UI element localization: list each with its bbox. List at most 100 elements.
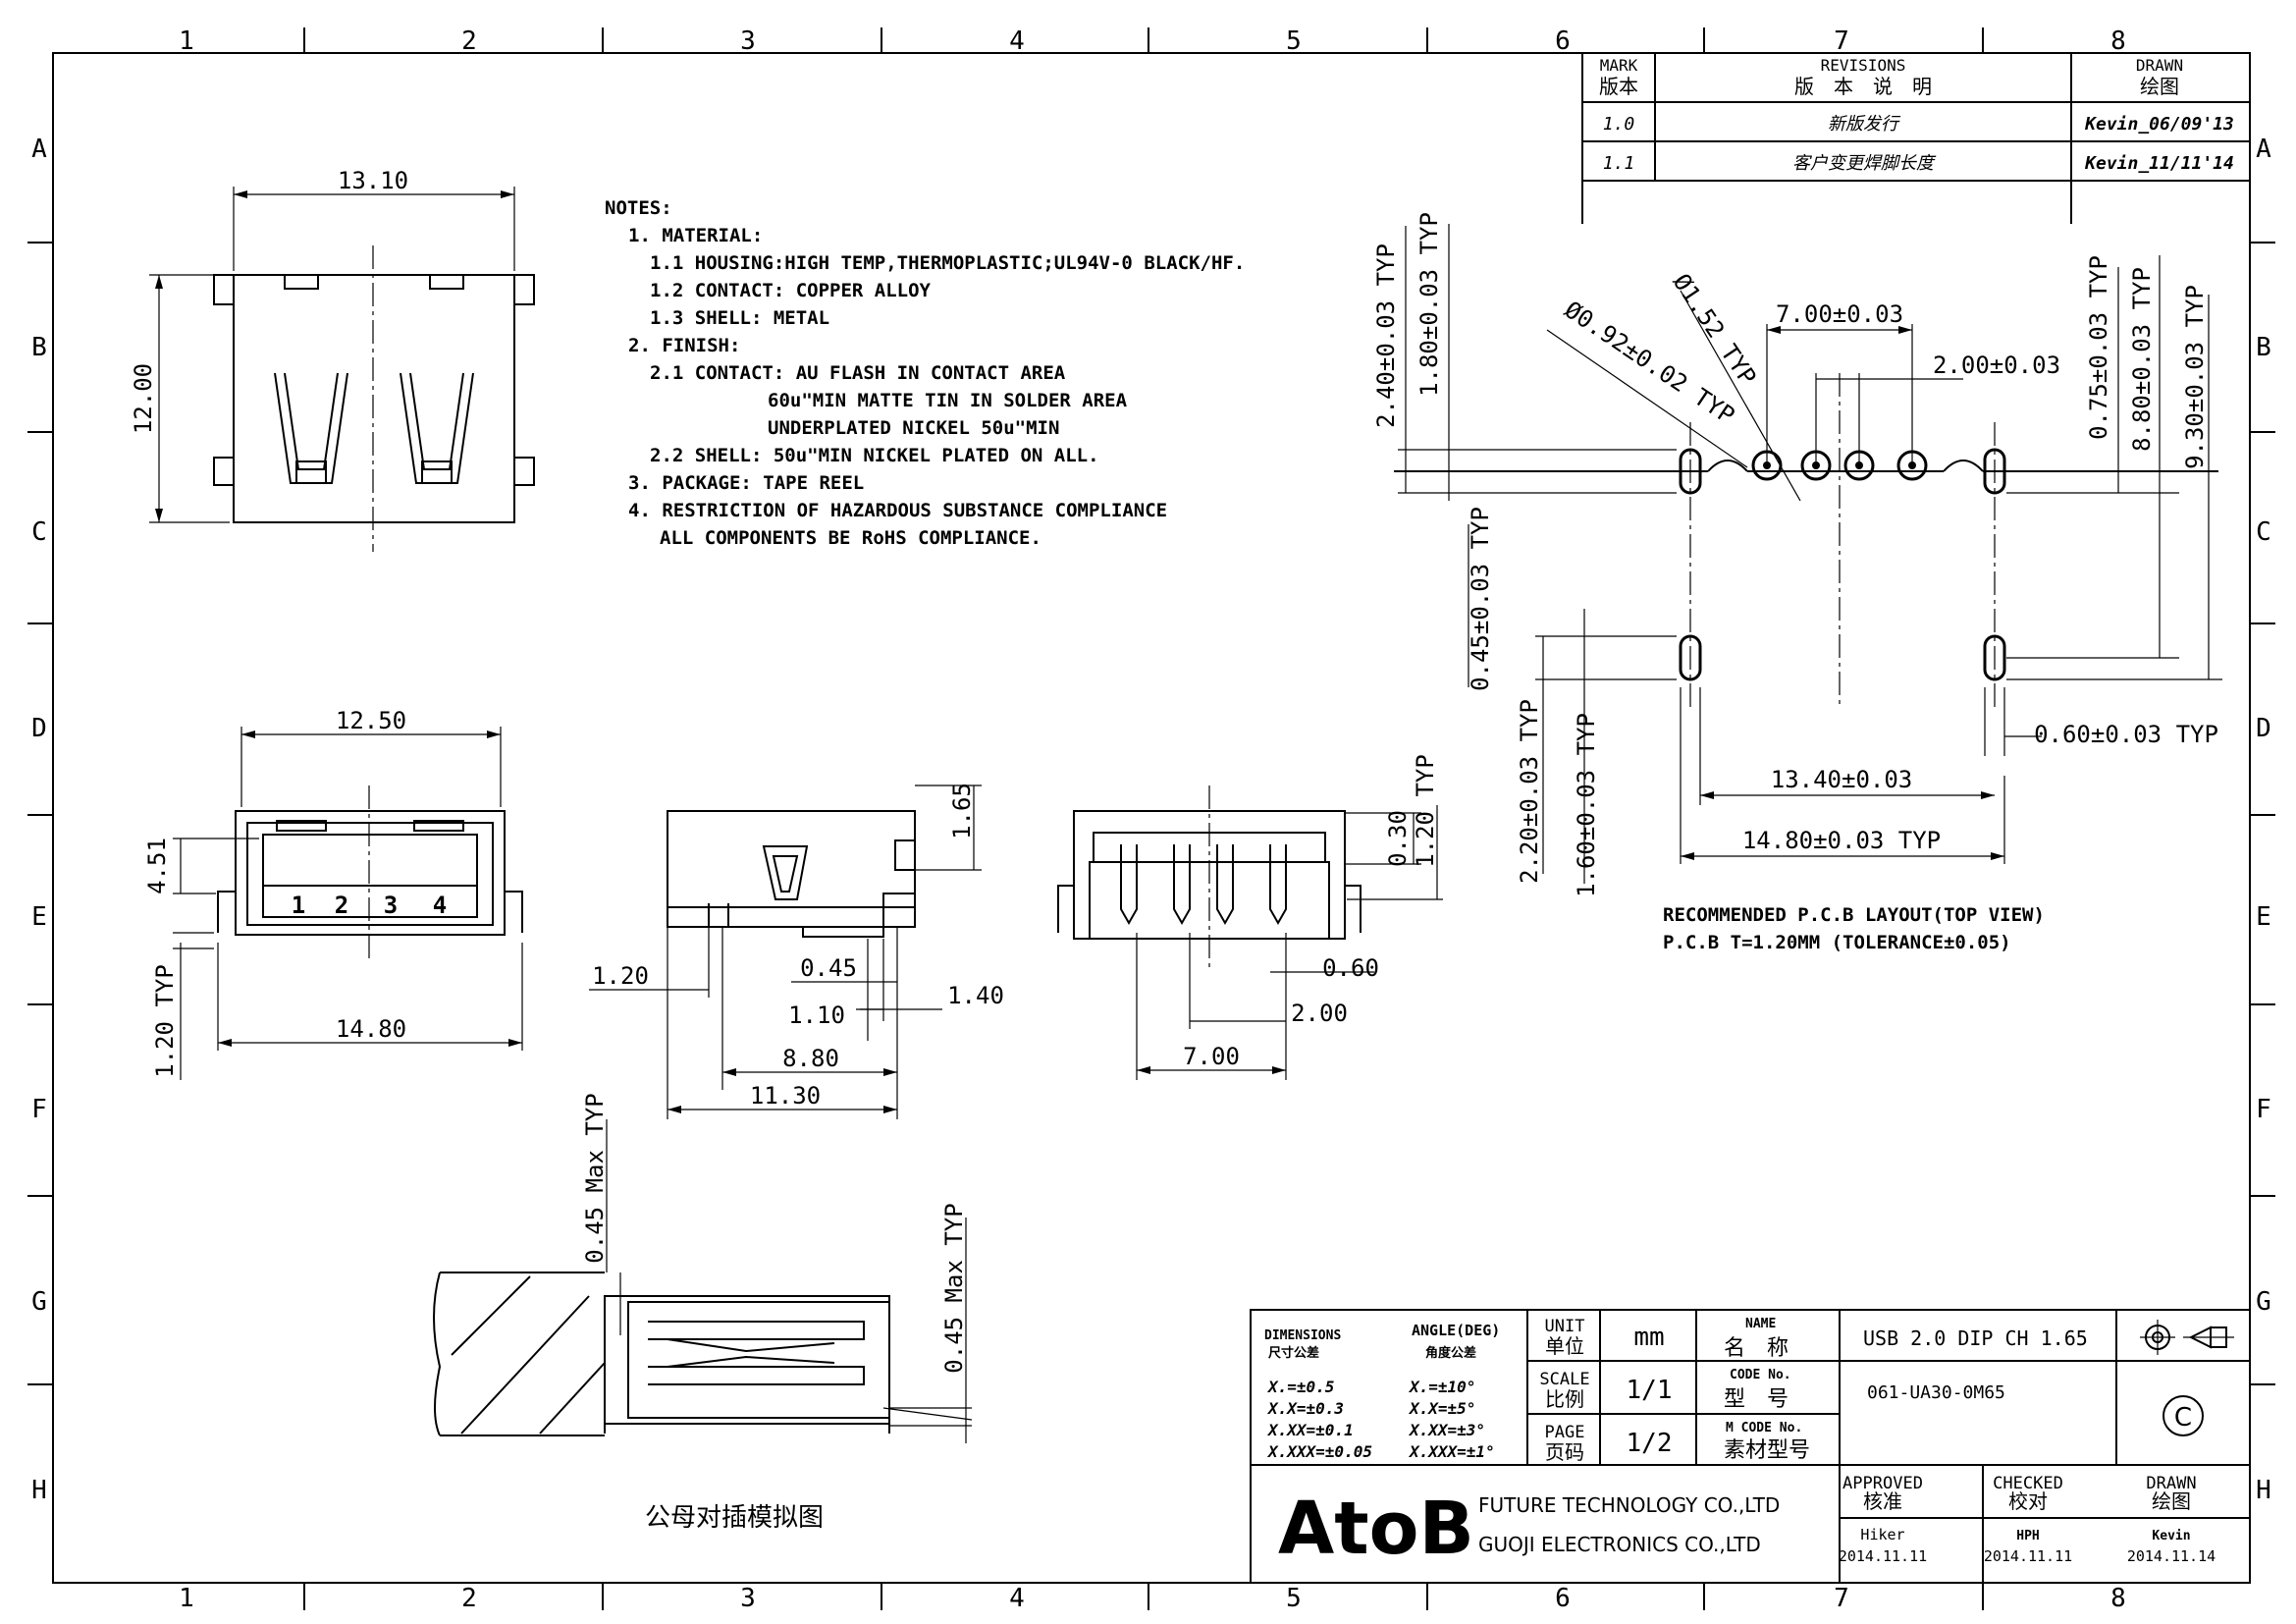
col-label: 8 bbox=[2110, 27, 2126, 56]
tb-tol: X.=±0.5 bbox=[1266, 1378, 1334, 1396]
col-label: 1 bbox=[179, 27, 194, 56]
note-line: 1. MATERIAL: bbox=[628, 225, 763, 246]
col-label: 7 bbox=[1834, 1584, 1849, 1613]
tb-label: 尺寸公差 bbox=[1268, 1345, 1319, 1361]
tb-label: 名 称 bbox=[1724, 1336, 1789, 1361]
note-line: 1.1 HOUSING:HIGH TEMP,THERMOPLASTIC;UL94… bbox=[650, 252, 1245, 274]
note-line: ALL COMPONENTS BE RoHS COMPLIANCE. bbox=[660, 527, 1041, 549]
dim-label: 13.40±0.03 bbox=[1771, 766, 1913, 793]
dim-label: 12.50 bbox=[336, 707, 406, 734]
dim-label: 0.60±0.03 TYP bbox=[2034, 721, 2218, 748]
rev-mark-header-cn: 版本 bbox=[1599, 75, 1638, 98]
tb-signer: HPH bbox=[2016, 1529, 2039, 1543]
col-label: 3 bbox=[740, 27, 756, 56]
row-label: F bbox=[31, 1095, 47, 1124]
pin-number: 3 bbox=[384, 892, 398, 919]
note-line: 2. FINISH: bbox=[628, 335, 740, 356]
tb-label: M CODE No. bbox=[1726, 1421, 1802, 1435]
pin-number: 1 bbox=[292, 892, 305, 919]
dim-label: 0.45 bbox=[800, 954, 857, 982]
dim-label: 0.45 Max TYP bbox=[940, 1203, 968, 1373]
rev-row-drawn: Kevin_11/11'14 bbox=[2084, 153, 2234, 174]
notes-block: NOTES: 1. MATERIAL: 1.1 HOUSING:HIGH TEM… bbox=[605, 197, 1245, 549]
dim-label: 0.75±0.03 TYP bbox=[2085, 255, 2112, 440]
tb-label: 页码 bbox=[1545, 1440, 1584, 1464]
pcb-caption: P.C.B T=1.20MM (TOLERANCE±0.05) bbox=[1663, 932, 2011, 953]
copyright-c-icon: C bbox=[2163, 1395, 2204, 1436]
tb-label: 型 号 bbox=[1724, 1387, 1789, 1412]
dim-label: 11.30 bbox=[750, 1082, 821, 1110]
tb-label: 校对 bbox=[2008, 1489, 2048, 1513]
tb-ang: X.X=±5° bbox=[1408, 1399, 1475, 1418]
tb-date: 2014.11.11 bbox=[1839, 1547, 1927, 1565]
note-line: 1.3 SHELL: METAL bbox=[650, 307, 829, 329]
dim-label: 1.20 TYP bbox=[1412, 754, 1439, 868]
row-label: A bbox=[31, 135, 47, 164]
tb-value: 1/1 bbox=[1627, 1376, 1673, 1405]
note-line: 2.2 SHELL: 50u"MIN NICKEL PLATED ON ALL. bbox=[650, 445, 1099, 466]
dim-label: 13.10 bbox=[338, 167, 408, 194]
dim-label: 7.00 bbox=[1183, 1043, 1240, 1070]
note-line: 2.1 CONTACT: AU FLASH IN CONTACT AREA bbox=[650, 362, 1066, 384]
col-label: 7 bbox=[1834, 27, 1849, 56]
tb-tol: X.XX=±0.1 bbox=[1266, 1421, 1354, 1439]
tb-signer: Kevin bbox=[2152, 1529, 2190, 1543]
tb-label: APPROVED bbox=[1842, 1474, 1923, 1493]
pcb-caption: RECOMMENDED P.C.B LAYOUT(TOP VIEW) bbox=[1663, 904, 2045, 926]
row-label: D bbox=[31, 714, 47, 743]
tb-name-value: USB 2.0 DIP CH 1.65 bbox=[1863, 1326, 2088, 1350]
row-label: H bbox=[2256, 1476, 2271, 1505]
drawing-frame: 1 2 3 4 5 6 7 8 1 2 3 4 5 6 7 8 A B C D … bbox=[27, 27, 2275, 1613]
col-label: 6 bbox=[1555, 1584, 1571, 1613]
tb-code-value: 061-UA30-0M65 bbox=[1867, 1382, 2005, 1403]
col-label: 4 bbox=[1009, 1584, 1025, 1613]
dim-label: 1.60±0.03 TYP bbox=[1573, 713, 1600, 897]
company-name-2: GUOJI ELECTRONICS CO.,LTD bbox=[1478, 1533, 1761, 1556]
dim-label: 2.00±0.03 bbox=[1933, 352, 2060, 379]
tb-ang: X.XXX=±1° bbox=[1408, 1442, 1495, 1461]
front-view: 1 2 3 4 12.50 4.51 14.80 1.20 TYP bbox=[143, 707, 523, 1080]
row-label: A bbox=[2256, 135, 2271, 164]
tb-label: 绘图 bbox=[2152, 1489, 2191, 1513]
tb-label: 素材型号 bbox=[1724, 1438, 1810, 1463]
row-label: D bbox=[2256, 714, 2271, 743]
tb-label: PAGE bbox=[1545, 1423, 1585, 1442]
rev-row-mark: 1.1 bbox=[1603, 153, 1635, 174]
rev-row-desc: 客户变更焊脚长度 bbox=[1792, 153, 1937, 174]
note-line: 4. RESTRICTION OF HAZARDOUS SUBSTANCE CO… bbox=[628, 500, 1167, 521]
mating-caption: 公母对插模拟图 bbox=[645, 1503, 824, 1533]
tb-tol: X.X=±0.3 bbox=[1266, 1399, 1344, 1418]
tb-label: 角度公差 bbox=[1425, 1345, 1476, 1361]
row-label: E bbox=[31, 902, 47, 932]
dim-label: 14.80±0.03 TYP bbox=[1742, 827, 1941, 854]
dim-label: 9.30±0.03 TYP bbox=[2181, 285, 2209, 469]
tb-label: SCALE bbox=[1539, 1370, 1589, 1389]
dim-label: 1.65 bbox=[948, 783, 976, 839]
note-line: 1.2 CONTACT: COPPER ALLOY bbox=[650, 280, 932, 301]
rev-row-desc: 新版发行 bbox=[1828, 114, 1901, 135]
rev-drawn-header: DRAWN bbox=[2136, 56, 2183, 75]
dim-label: 8.80±0.03 TYP bbox=[2128, 267, 2156, 452]
row-label: H bbox=[31, 1476, 47, 1505]
row-label: G bbox=[2256, 1287, 2271, 1317]
dim-label: 14.80 bbox=[336, 1015, 406, 1043]
row-label: B bbox=[2256, 333, 2271, 362]
tb-date: 2014.11.11 bbox=[1984, 1547, 2072, 1565]
note-line: 60u"MIN MATTE TIN IN SOLDER AREA bbox=[768, 390, 1128, 411]
col-label: 2 bbox=[461, 1584, 477, 1613]
tb-ang: X.XX=±3° bbox=[1408, 1421, 1485, 1439]
col-label: 1 bbox=[179, 1584, 194, 1613]
dim-label: 2.20±0.03 TYP bbox=[1516, 699, 1543, 884]
tb-label: 比例 bbox=[1545, 1387, 1584, 1411]
dim-label: 4.51 bbox=[143, 838, 171, 894]
row-label: G bbox=[31, 1287, 47, 1317]
dim-label: 7.00±0.03 bbox=[1776, 300, 1903, 328]
dim-label: 2.00 bbox=[1291, 1000, 1348, 1027]
projection-symbol-icon bbox=[2140, 1320, 2234, 1355]
rear-view: 0.30 1.20 TYP 7.00 2.00 0.60 bbox=[1057, 754, 1443, 1080]
tb-label: UNIT bbox=[1545, 1317, 1585, 1336]
side-view: 1.65 11.30 8.80 1.20 0.45 1.10 1.40 bbox=[589, 783, 1004, 1119]
tb-signer: Hiker bbox=[1860, 1526, 1904, 1543]
dim-label: 1.20 bbox=[592, 962, 649, 990]
col-label: 8 bbox=[2110, 1584, 2126, 1613]
